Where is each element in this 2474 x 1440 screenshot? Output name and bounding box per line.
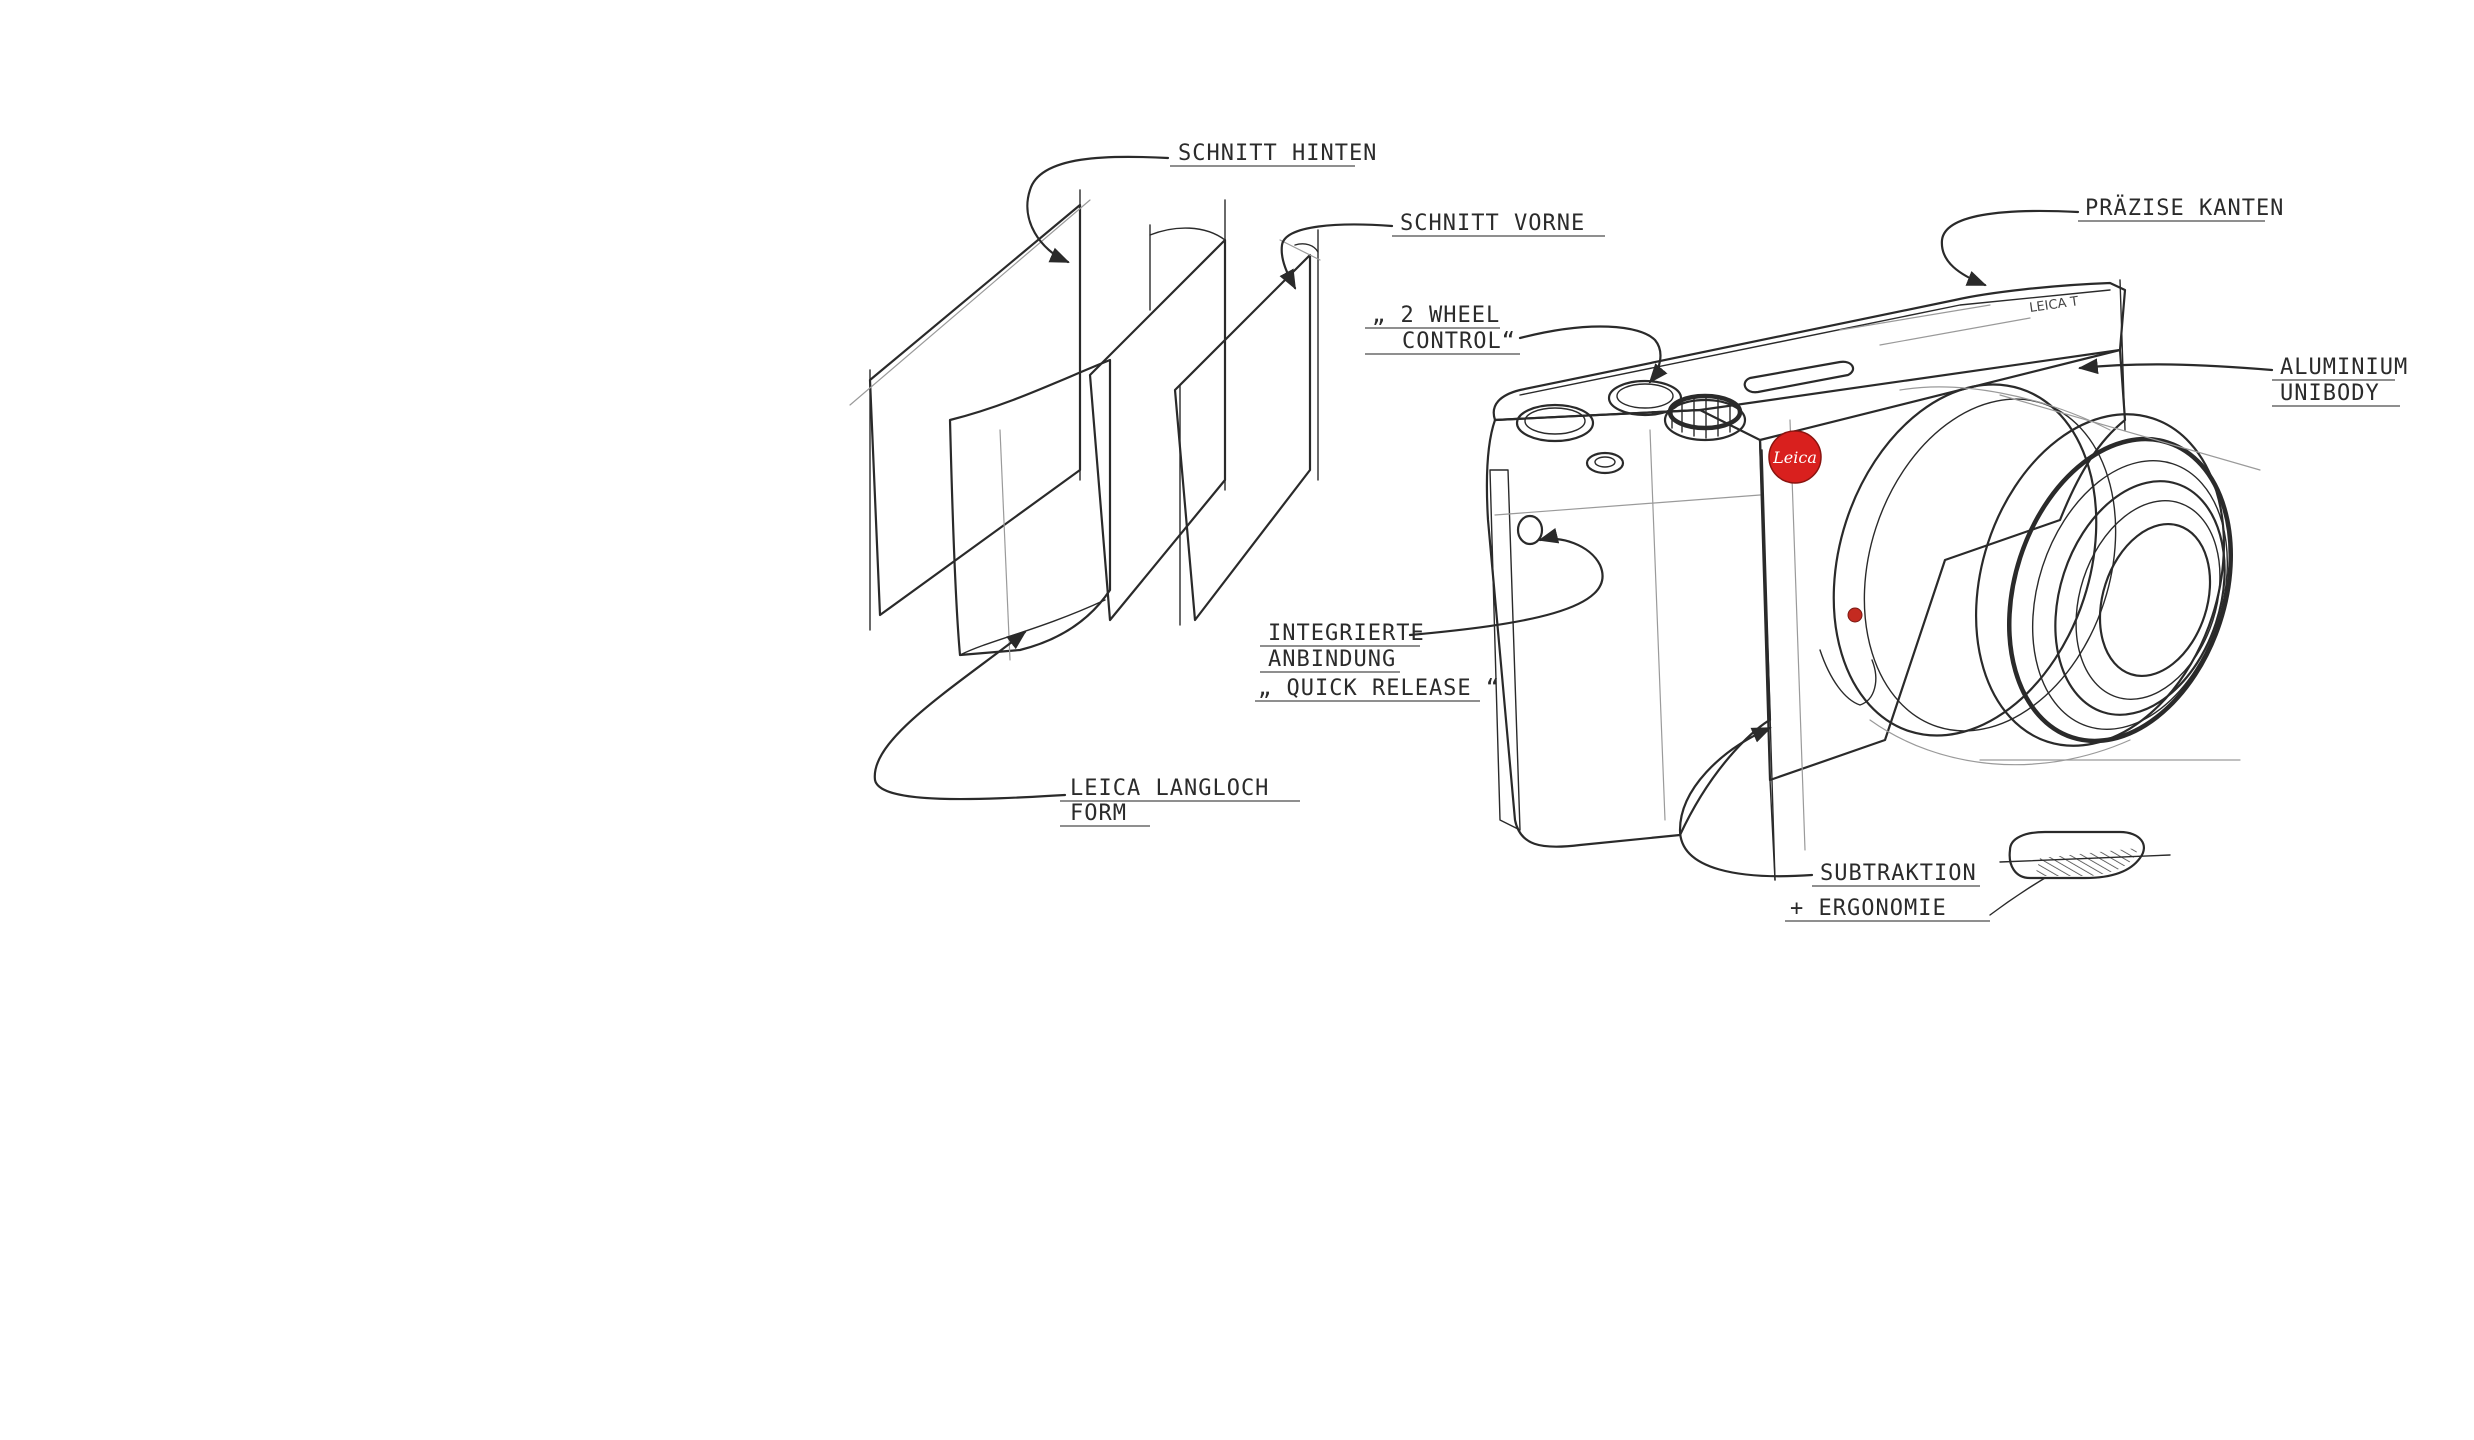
svg-text:SCHNITT HINTEN: SCHNITT HINTEN: [1178, 141, 1377, 166]
annotation-schnitt-hinten: SCHNITT HINTEN: [1026, 141, 1377, 264]
svg-text:UNIBODY: UNIBODY: [2280, 381, 2380, 406]
camera-sketch: LEICA T: [1485, 279, 2261, 881]
svg-text:+ ERGONOMIE: + ERGONOMIE: [1790, 896, 1947, 921]
rear-section-slab: [868, 203, 1082, 617]
svg-text:INTEGRIERTE: INTEGRIERTE: [1268, 621, 1425, 646]
cross-section-sketch: [849, 189, 1321, 661]
leica-logo: Leica: [1768, 430, 1822, 484]
svg-text:SUBTRAKTION: SUBTRAKTION: [1820, 861, 1977, 886]
svg-text:SCHNITT VORNE: SCHNITT VORNE: [1400, 211, 1585, 236]
svg-text:ANBINDUNG: ANBINDUNG: [1268, 647, 1396, 672]
svg-text:„ 2 WHEEL: „ 2 WHEEL: [1372, 303, 1500, 328]
camera-nameplate: LEICA T: [2028, 294, 2079, 316]
annotation-integrierte-anbindung: INTEGRIERTE ANBINDUNG „ QUICK RELEASE “: [1255, 528, 1604, 702]
lens-assembly: [1819, 383, 2261, 766]
annotation-praezise-kanten: PRÄZISE KANTEN: [1940, 195, 2284, 287]
svg-text:ALUMINIUM: ALUMINIUM: [2280, 355, 2408, 380]
svg-text:LEICA LANGLOCH: LEICA LANGLOCH: [1070, 776, 1269, 801]
langloch-form: [948, 358, 1112, 657]
annotation-schnitt-vorne: SCHNITT VORNE: [1279, 211, 1605, 290]
camera-grip-body: [1485, 408, 1772, 848]
ergonomic-cutout: [1999, 830, 2171, 880]
af-assist-lamp: [1847, 607, 1863, 623]
annotation-subtraktion-ergonomie: SUBTRAKTION + ERGONOMIE: [1678, 726, 2046, 922]
annotation-leica-langloch: LEICA LANGLOCH FORM: [873, 630, 1300, 827]
top-plate: [1492, 281, 2127, 422]
front-section: [1173, 253, 1312, 622]
svg-text:FORM: FORM: [1070, 801, 1127, 826]
svg-text:CONTROL“: CONTROL“: [1402, 329, 1516, 354]
annotation-2-wheel-control: „ 2 WHEEL CONTROL“: [1365, 303, 1668, 384]
svg-text:Leica: Leica: [1772, 448, 1817, 467]
svg-text:PRÄZISE KANTEN: PRÄZISE KANTEN: [2085, 195, 2284, 221]
top-controls: [1515, 360, 1855, 546]
svg-text:„ QUICK RELEASE “: „ QUICK RELEASE “: [1258, 676, 1500, 701]
camera-front-body: [1758, 348, 2127, 782]
annotation-aluminium-unibody: ALUMINIUM UNIBODY: [2078, 355, 2408, 407]
